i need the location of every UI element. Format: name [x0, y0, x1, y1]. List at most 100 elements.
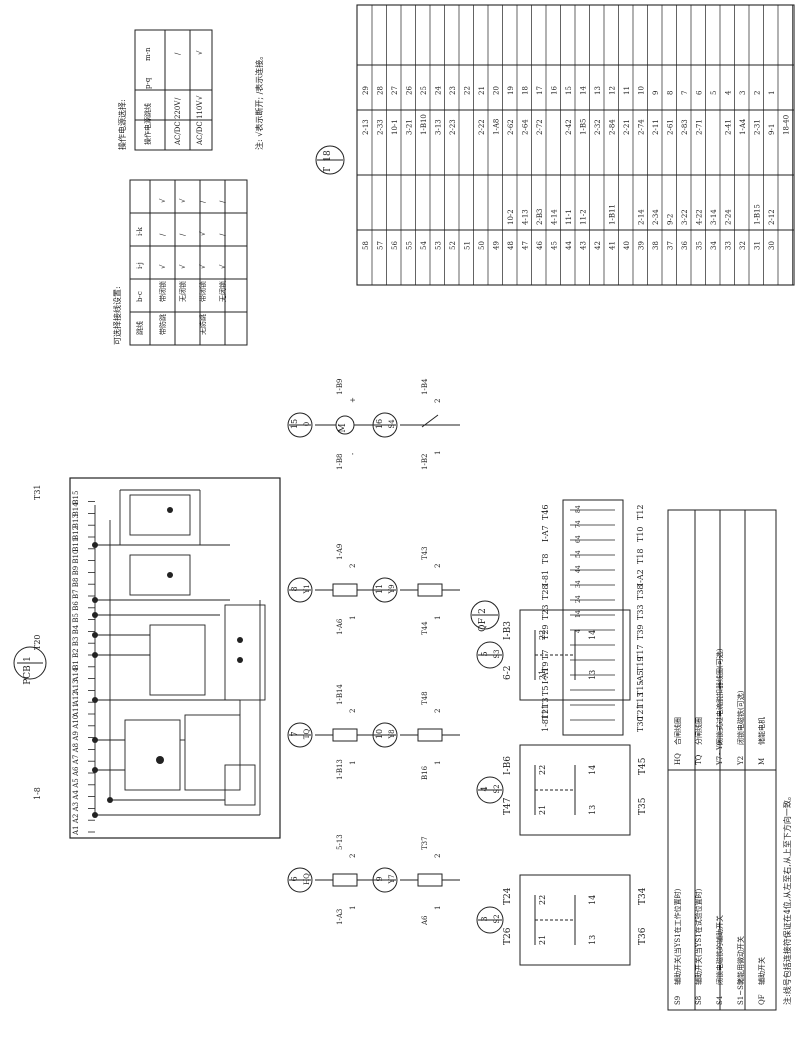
- qf-contact-number: 34: [575, 580, 582, 588]
- legend-desc: 闭锁电磁铁(可选): [736, 690, 745, 745]
- terminal-right-number: 6: [696, 90, 704, 95]
- terminal-right-label: 2-83: [681, 119, 689, 135]
- terminal-right-label: 2-31: [754, 119, 762, 135]
- option-table-cell: 无防跳: [198, 314, 207, 335]
- legend-code: HQ: [674, 753, 682, 765]
- terminal-left-number: 53: [435, 241, 443, 250]
- pcb-pin-b10: B10: [72, 550, 80, 564]
- terminal-left-label: 3-22: [681, 209, 689, 225]
- terminal-left-number: 32: [739, 241, 747, 250]
- terminal-left-number: 56: [391, 241, 399, 250]
- qf-contact-number: 24: [575, 595, 582, 603]
- qf-circle-name: QF: [478, 618, 488, 632]
- pcb-pin-b1: B1: [72, 660, 80, 670]
- terminal-left-label: 3-14: [710, 209, 718, 225]
- switch-pin: 13: [588, 805, 597, 815]
- switch-pin: 21: [538, 805, 547, 815]
- terminal-right-number: 10: [638, 86, 646, 95]
- terminal-right-label: 1-A8: [493, 119, 501, 135]
- device-pin-2: 2: [349, 709, 357, 713]
- device-pin-1: 1: [434, 451, 442, 455]
- pcb-block: A1A2A3A4A5A6A7A8A9A10A11A12A13A14B1B2B3B…: [33, 477, 281, 839]
- motor-symbol: M: [338, 423, 348, 432]
- pcb-pin-b5: B5: [72, 613, 80, 623]
- terminal-right-number: 14: [580, 86, 588, 95]
- legend-desc: 储能用微动开关: [736, 936, 745, 985]
- device-left-terminal: 1-A3: [336, 909, 344, 925]
- terminal-left-number: 33: [725, 241, 733, 250]
- qf-left-mid-label: T23: [541, 604, 550, 620]
- terminal-left-label: 2-14: [638, 209, 646, 225]
- pcb-pin-a8: A8: [72, 743, 80, 754]
- terminal-left-label: 9-2: [667, 214, 675, 225]
- qf-contacts: 84746454443424144T46I-A7T8I-81T12T10T18I…: [541, 504, 645, 732]
- qf-right-mid-label: T38: [636, 584, 645, 600]
- terminal-left-number: 30: [768, 241, 776, 250]
- terminal-left-label: 10-2: [507, 209, 515, 225]
- qf-contact-number: 44: [575, 565, 582, 573]
- terminal-right-number: 5: [710, 91, 718, 95]
- device-pin-2: +: [349, 397, 357, 403]
- terminal-left-number: 46: [536, 241, 544, 250]
- terminal-right-number: 20: [493, 86, 501, 95]
- power-table-cell: /: [174, 52, 182, 55]
- terminal-left-number: 55: [406, 241, 414, 250]
- terminal-right-number: 1: [768, 91, 776, 95]
- terminal-right-number: 29: [362, 86, 370, 95]
- pcb-pin-b14: B14: [72, 502, 80, 517]
- qf-right-top-label: T12: [636, 504, 645, 520]
- terminal-right-label: 9-1: [768, 124, 776, 135]
- legend-code: S4: [716, 995, 724, 1005]
- device-name: Y1: [303, 584, 311, 594]
- legend-code: M: [758, 758, 766, 765]
- terminal-right-number: 26: [406, 86, 414, 95]
- terminal-right-number: 3: [739, 91, 747, 95]
- device-pin-2: 2: [434, 564, 442, 568]
- terminal-right-label: 2-11: [652, 119, 660, 135]
- pcb-pin-b9: B9: [72, 566, 80, 576]
- option-table-cell: √: [199, 264, 207, 269]
- terminal-right-label: 2-32: [594, 119, 602, 135]
- terminal-left-label: 2-12: [768, 209, 776, 225]
- option-table-cell: 无闭锁: [218, 281, 227, 302]
- terminal-right-label: 2-71: [696, 119, 704, 135]
- device-name: S4: [388, 419, 396, 429]
- device-right-terminal: 1-B9: [336, 379, 344, 395]
- legend-code: Y2: [737, 756, 745, 766]
- switch-wire-label: 6-2: [503, 666, 513, 681]
- qf-left-top-label: T46: [541, 504, 550, 520]
- terminal-right-label: 2-64: [522, 119, 530, 135]
- legend-code: S1~S3: [737, 981, 745, 1005]
- pcb-pin-b3: B3: [72, 637, 80, 647]
- terminal-right-label: 2-41: [725, 119, 733, 135]
- qf-left-top-label: I-A7: [541, 525, 550, 542]
- pcb-wire-label: 1-8: [33, 787, 42, 800]
- device-left-terminal: 1-B13: [336, 759, 344, 780]
- legend-code: Y7~Y9: [716, 741, 724, 766]
- device-left-terminal: 1-A6: [336, 618, 344, 635]
- terminal-right-number: 25: [420, 86, 428, 95]
- pcb-pin-a2: A2: [72, 814, 80, 825]
- terminal-left-number: 50: [478, 241, 486, 250]
- terminal-left-number: 35: [696, 241, 704, 250]
- device-number: 10: [375, 729, 384, 739]
- terminal-right-label: 1-A4: [739, 118, 747, 135]
- terminal-left-label: 2-34: [652, 209, 660, 225]
- terminal-left-number: 45: [551, 241, 559, 250]
- terminal-right-label: 2-33: [377, 119, 385, 135]
- option-table-cell: /: [219, 233, 227, 236]
- device-left-terminal: T44: [421, 621, 429, 635]
- terminal-right-number: 19: [507, 86, 515, 95]
- device-pin-2: 2: [434, 399, 442, 403]
- switch-wire-label: T45: [638, 757, 648, 775]
- switch-name: S2: [493, 784, 501, 793]
- option-table-title: 可选择接线设置:: [112, 286, 122, 345]
- pcb-circle-number: 1: [23, 656, 33, 662]
- switch-name: S2: [493, 914, 501, 923]
- terminal-left-label: 11-2: [580, 209, 588, 225]
- switch-pin: 14: [588, 895, 597, 905]
- terminal-left-label: 4-14: [551, 209, 559, 225]
